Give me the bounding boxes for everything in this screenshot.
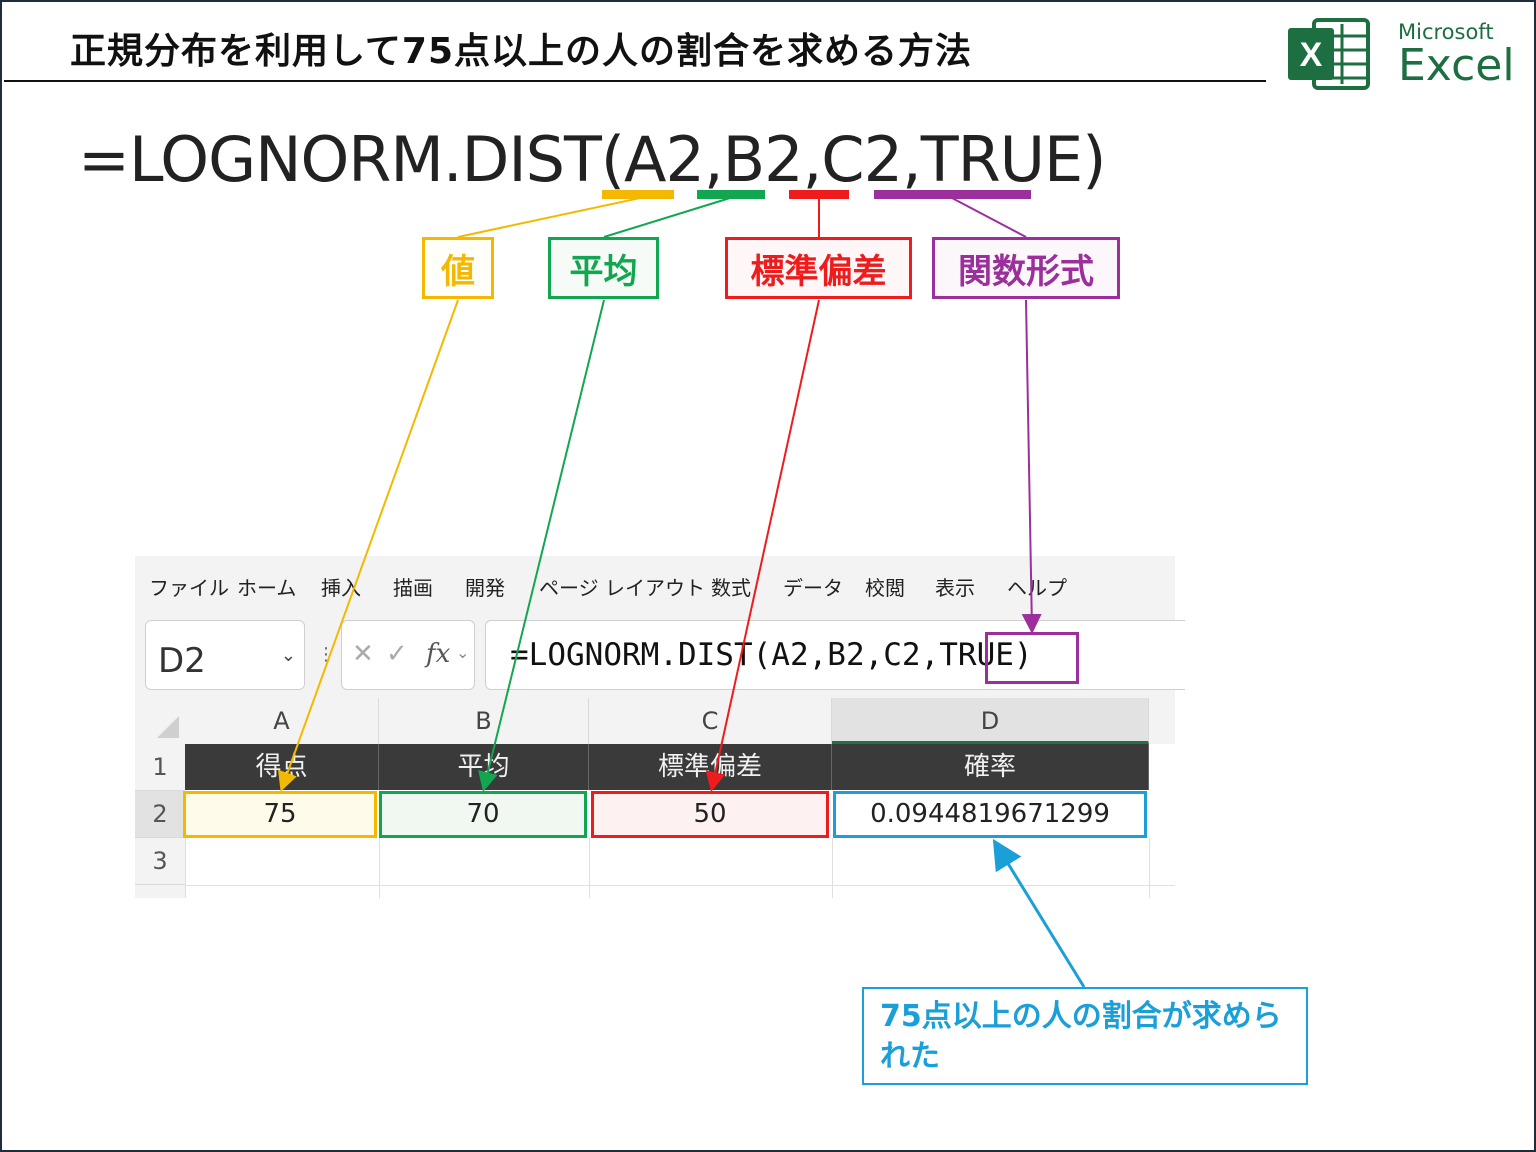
logo-microsoft: Microsoft xyxy=(1398,20,1494,44)
connector-value-top xyxy=(457,197,641,238)
grid-line xyxy=(185,885,1175,886)
arrow-value xyxy=(278,299,459,792)
select-all-corner[interactable] xyxy=(135,698,185,744)
logo-excel: Excel xyxy=(1398,40,1515,91)
cell-d2[interactable]: 0.0944819671299 xyxy=(833,791,1147,838)
arrow-function-type xyxy=(1021,299,1042,634)
col-header-c[interactable]: C xyxy=(589,698,832,744)
col-header-b[interactable]: B xyxy=(379,698,589,744)
label-stdev: 標準偏差 xyxy=(725,237,912,299)
grid-line xyxy=(832,838,833,898)
menu-formulas[interactable]: 数式 xyxy=(711,576,751,600)
formula-buttons: ✕ ✓ fx ⌄ xyxy=(341,620,475,690)
menu-help[interactable]: ヘルプ xyxy=(1007,576,1067,600)
col-header-e[interactable] xyxy=(1149,698,1175,744)
check-icon[interactable]: ✓ xyxy=(386,639,408,669)
col-header-a[interactable]: A xyxy=(185,698,379,744)
arrow-mean xyxy=(478,299,605,792)
connector-function-type-top xyxy=(951,197,1027,238)
fx-icon[interactable]: fx xyxy=(426,639,451,669)
row-header-2[interactable]: 2 xyxy=(135,791,185,838)
formula-input[interactable]: =LOGNORM.DIST(A2,B2,C2,TRUE) xyxy=(485,620,1185,690)
menu-page-layout[interactable]: ページ レイアウト xyxy=(539,576,705,600)
name-box[interactable]: D2 ⌄ xyxy=(145,620,305,690)
excel-window: ファイル ホーム 挿入 描画 開発 ページ レイアウト 数式 データ 校閲 表示… xyxy=(135,556,1185,898)
underline-function-type xyxy=(874,190,1031,199)
excel-logo-icon: X xyxy=(1288,18,1370,90)
cell-d1[interactable]: 確率 xyxy=(832,744,1149,790)
label-mean: 平均 xyxy=(548,237,659,299)
row-header-3[interactable]: 3 xyxy=(135,838,185,885)
fx-dropdown-icon[interactable]: ⌄ xyxy=(456,643,470,662)
menu-draw[interactable]: 描画 xyxy=(393,576,433,600)
menu-file[interactable]: ファイル xyxy=(149,576,229,600)
excel-logo-text: Microsoft Excel xyxy=(1398,20,1515,88)
logo-letter: X xyxy=(1300,36,1323,74)
formula-bar: D2 ⌄ ⋮ ✕ ✓ fx ⌄ =LOGNORM.DIST(A2,B2,C2,T… xyxy=(135,614,1185,698)
more-options-icon[interactable]: ⋮ xyxy=(317,644,335,665)
label-value: 値 xyxy=(422,237,494,299)
underline-mean xyxy=(697,190,765,199)
sheet-grid: A B C D 1 2 3 得点 平均 標準偏差 確率 75 70 50 0.0… xyxy=(135,698,1175,898)
row-header-1[interactable]: 1 xyxy=(135,744,185,791)
result-note: 75点以上の人の割合が求められた xyxy=(862,987,1308,1085)
arrow-result xyxy=(992,838,1086,988)
underline-stdev xyxy=(789,190,849,199)
cell-c2[interactable]: 50 xyxy=(591,791,829,838)
big-formula: =LOGNORM.DIST(A2,B2,C2,TRUE) xyxy=(78,123,1106,196)
grid-line xyxy=(589,838,590,898)
formula-input-text: =LOGNORM.DIST(A2,B2,C2,TRUE) xyxy=(510,637,1033,673)
name-box-value: D2 xyxy=(158,641,206,681)
grid-line xyxy=(1149,838,1150,898)
title-rule xyxy=(4,80,1266,82)
menu-review[interactable]: 校閲 xyxy=(865,576,905,600)
menu-data[interactable]: データ xyxy=(783,576,843,600)
menu-developer[interactable]: 開発 xyxy=(465,576,505,600)
cell-a2[interactable]: 75 xyxy=(183,791,377,838)
ribbon-menu: ファイル ホーム 挿入 描画 開発 ページ レイアウト 数式 データ 校閲 表示… xyxy=(135,556,1175,614)
grid-line xyxy=(379,838,380,898)
underline-value xyxy=(602,190,674,199)
dropdown-icon[interactable]: ⌄ xyxy=(280,645,296,666)
connector-mean-top xyxy=(603,197,731,238)
cell-b2[interactable]: 70 xyxy=(379,791,587,838)
col-header-d[interactable]: D xyxy=(832,698,1149,744)
menu-view[interactable]: 表示 xyxy=(935,576,975,600)
cancel-icon[interactable]: ✕ xyxy=(352,639,374,669)
page-title: 正規分布を利用して75点以上の人の割合を求める方法 xyxy=(70,31,973,72)
arrow-stdev xyxy=(705,299,820,792)
label-function-type: 関数形式 xyxy=(932,237,1120,299)
row-header-4[interactable] xyxy=(135,885,185,898)
menu-home[interactable]: ホーム xyxy=(237,576,297,600)
grid-line xyxy=(185,838,186,898)
